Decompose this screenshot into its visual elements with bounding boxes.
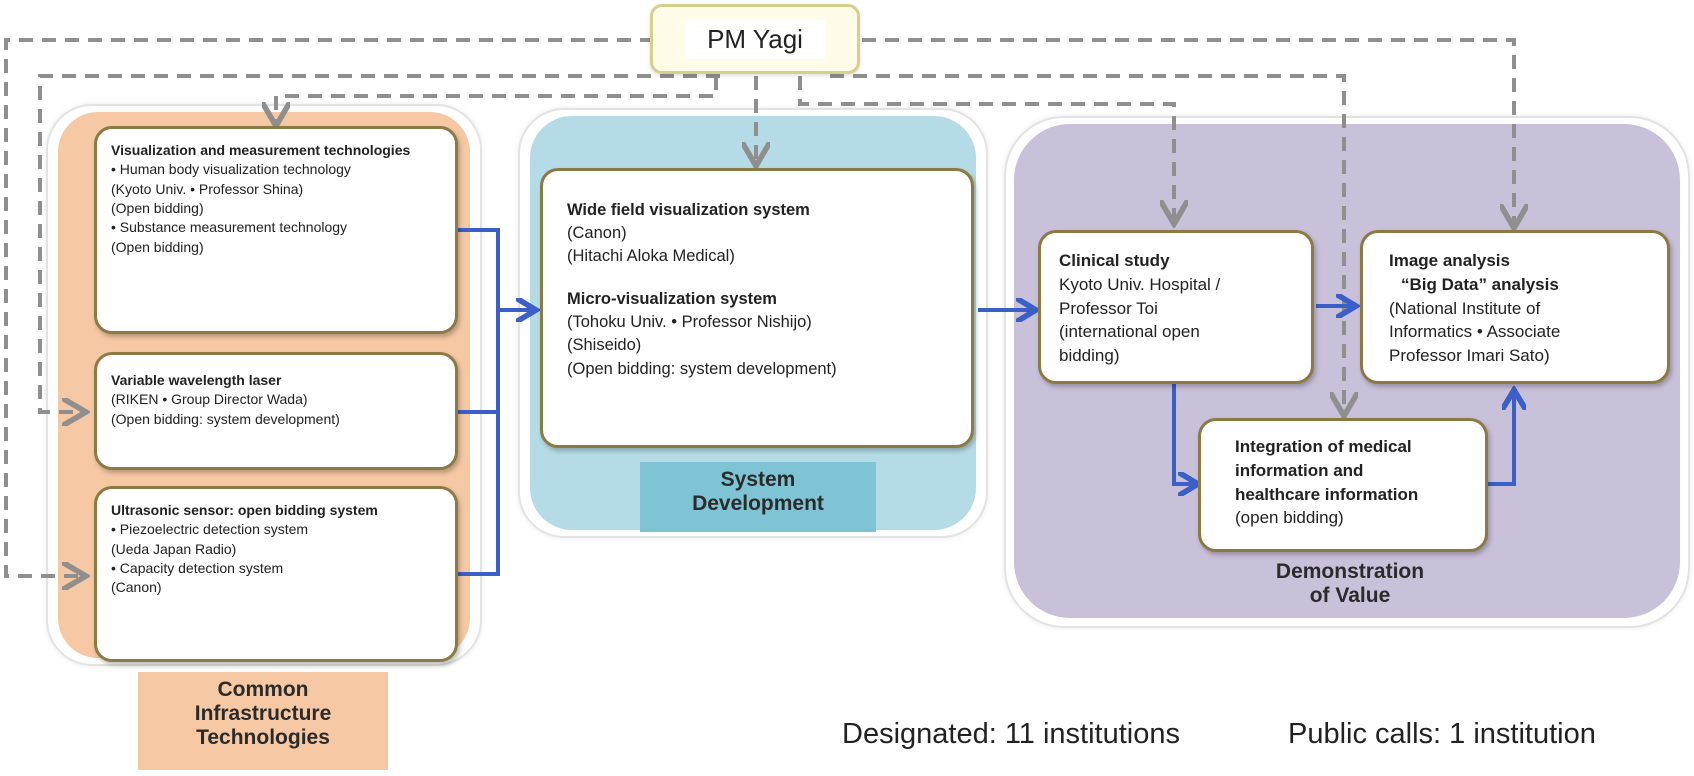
clinical-study-title: Clinical study — [1059, 251, 1170, 270]
micro-visualization-line: (Shiseido) — [567, 336, 642, 355]
micro-visualization-line: (Tohoku Univ. • Professor Nishijo) — [567, 313, 812, 332]
clinical-study-line: bidding) — [1059, 346, 1120, 366]
integration-to-image-analysis-arrow — [1488, 392, 1514, 486]
system-group-label: System Development — [640, 462, 876, 532]
pm-box: PM Yagi — [650, 4, 860, 74]
ultrasonic-line: • Piezoelectric detection system — [111, 521, 309, 538]
visualization-title: Visualization and measurement technologi… — [111, 142, 411, 158]
integration-title: Integration of medical — [1235, 437, 1412, 456]
pm-to-clinical-arrow — [798, 76, 1174, 222]
ultrasonic-line: (Canon) — [111, 579, 162, 596]
laser-line: (Open bidding: system development) — [111, 410, 340, 427]
image-analysis-line: Informatics • Associate — [1389, 322, 1561, 342]
infrastructure-group-label: Common Infrastructure Technologies — [138, 672, 388, 770]
laser-title: Variable wavelength laser — [111, 372, 282, 388]
clinical-study-box: Clinical study Kyoto Univ. Hospital / Pr… — [1038, 230, 1314, 384]
integration-title: information and — [1235, 460, 1364, 480]
integration-title: healthcare information — [1235, 484, 1419, 504]
image-analysis-title: Image analysis — [1389, 251, 1510, 270]
clinical-study-line: Kyoto Univ. Hospital / — [1059, 274, 1221, 294]
designated-count: Designated: 11 institutions — [842, 718, 1181, 750]
public-calls-count: Public calls: 1 institution — [1288, 718, 1596, 750]
image-analysis-line: (National Institute of — [1389, 298, 1541, 318]
ultrasonic-box: Ultrasonic sensor: open bidding system •… — [94, 486, 458, 662]
image-analysis-line: Professor Imari Sato) — [1389, 346, 1550, 366]
micro-visualization-line: (Open bidding: system development) — [567, 359, 837, 378]
clinical-study-line: (international open — [1059, 322, 1200, 342]
big-data-title: “Big Data” analysis — [1401, 274, 1559, 294]
visualization-line: (Open bidding) — [111, 199, 204, 216]
infrastructure-bracket — [454, 228, 500, 576]
value-group-label: Demonstration of Value — [1275, 560, 1425, 608]
visualization-line: • Substance measurement technology — [111, 219, 348, 236]
ultrasonic-line: (Ueda Japan Radio) — [111, 540, 237, 557]
visualization-box: Visualization and measurement technologi… — [94, 126, 458, 334]
integration-line: (open bidding) — [1235, 508, 1344, 528]
visualization-line: (Open bidding) — [111, 238, 204, 255]
pm-to-ultrasonic-arrow — [4, 38, 654, 576]
pm-to-visualization-arrow — [276, 76, 718, 124]
clinical-to-integration-arrow — [1172, 384, 1196, 484]
wide-field-line: (Hitachi Aloka Medical) — [567, 247, 735, 266]
clinical-study-line: Professor Toi — [1059, 298, 1158, 318]
system-box: Wide field visualization system (Canon) … — [540, 168, 974, 448]
visualization-line: • Human body visualization technology — [111, 161, 351, 178]
ultrasonic-line: • Capacity detection system — [111, 559, 284, 576]
wide-field-line: (Canon) — [567, 224, 627, 243]
wide-field-title: Wide field visualization system — [567, 201, 810, 219]
pm-label: PM Yagi — [685, 19, 825, 59]
pm-to-image-analysis-arrow — [862, 38, 1514, 226]
integration-box: Integration of medical information and h… — [1198, 418, 1488, 552]
ultrasonic-title: Ultrasonic sensor: open bidding system — [111, 502, 378, 518]
laser-line: (RIKEN • Group Director Wada) — [111, 391, 308, 408]
laser-box: Variable wavelength laser (RIKEN • Group… — [94, 352, 458, 470]
pm-to-laser-arrow — [38, 74, 720, 412]
visualization-line: (Kyoto Univ. • Professor Shina) — [111, 180, 304, 197]
image-analysis-box: Image analysis “Big Data” analysis (Nati… — [1360, 230, 1670, 384]
micro-visualization-title: Micro-visualization system — [567, 290, 777, 309]
